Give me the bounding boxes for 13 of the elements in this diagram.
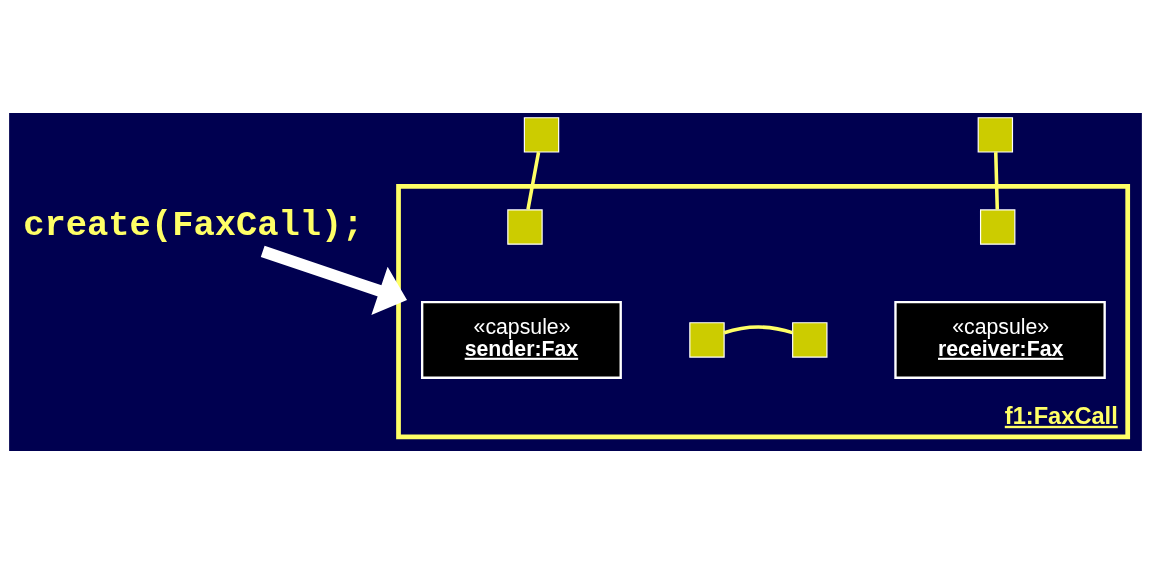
node-box <box>507 208 543 245</box>
arrow <box>260 245 407 315</box>
node-box <box>689 321 725 358</box>
node-box <box>977 116 1014 153</box>
node-text: create(FaxCall); <box>23 204 364 246</box>
node-box <box>980 208 1016 245</box>
node-box: «capsule» receiver:Fax <box>894 300 1106 379</box>
connector <box>994 151 1000 210</box>
connector <box>526 151 541 210</box>
node-box <box>523 116 560 153</box>
connector <box>723 324 793 334</box>
node-box <box>792 321 828 358</box>
node-box: «capsule» sender:Fax <box>421 300 622 379</box>
